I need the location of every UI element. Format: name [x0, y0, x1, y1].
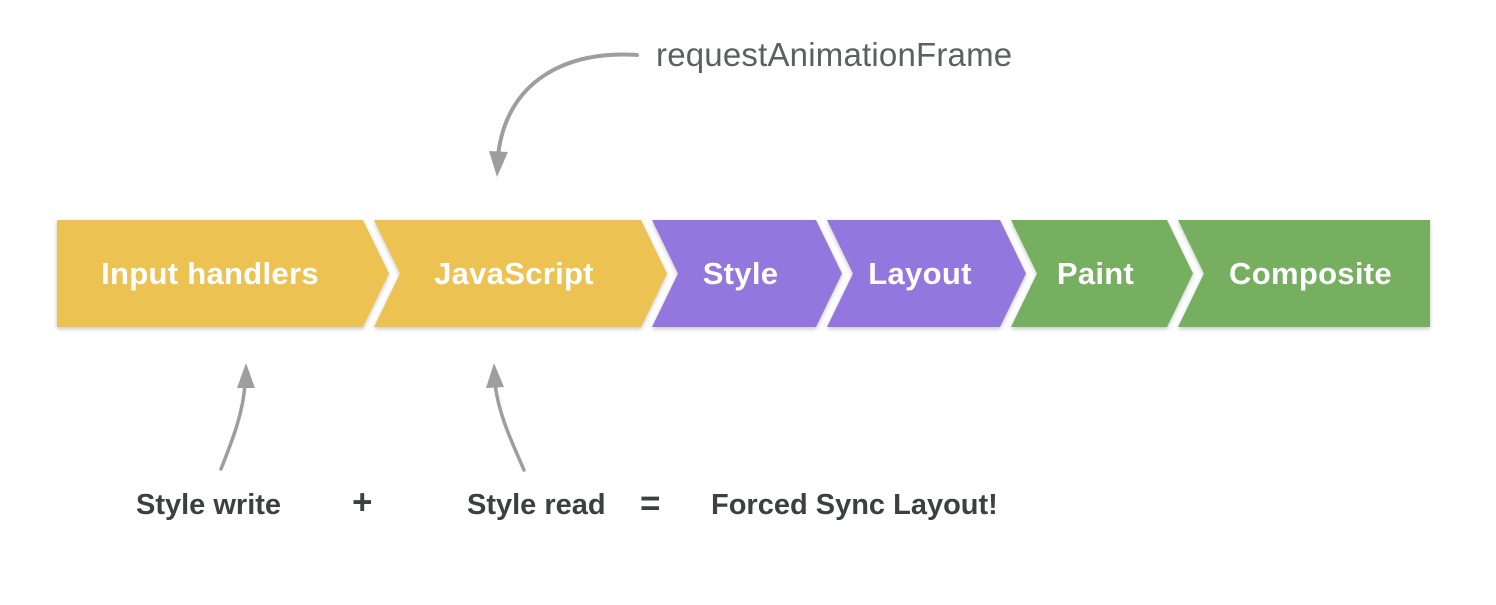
equals-operator: =	[640, 484, 661, 523]
segment-input-handlers: Input handlers	[57, 220, 389, 327]
raf-curved-arrow-icon	[489, 52, 639, 177]
segment-javascript: JavaScript	[374, 220, 667, 327]
segment-label: Style	[702, 255, 779, 291]
segment-label: Paint	[1056, 255, 1135, 291]
style-read-label: Style read	[467, 489, 606, 521]
plus-operator: +	[352, 483, 373, 522]
pipeline-bar: Input handlers JavaScript Style Layout P…	[0, 220, 1496, 327]
segment-style: Style	[652, 220, 842, 327]
style-read-arrow-icon	[486, 363, 526, 472]
segment-paint: Paint	[1011, 220, 1193, 327]
segment-label: Input handlers	[101, 255, 319, 291]
segment-label: Composite	[1229, 255, 1392, 291]
request-animation-frame-label: requestAnimationFrame	[656, 36, 1013, 73]
forced-sync-layout-label: Forced Sync Layout!	[711, 489, 998, 521]
segment-composite: Composite	[1178, 220, 1430, 327]
segment-layout: Layout	[827, 220, 1026, 327]
segment-label: JavaScript	[434, 255, 594, 291]
style-write-arrow-icon	[219, 363, 255, 471]
style-write-label: Style write	[136, 489, 282, 521]
segment-label: Layout	[868, 255, 972, 291]
